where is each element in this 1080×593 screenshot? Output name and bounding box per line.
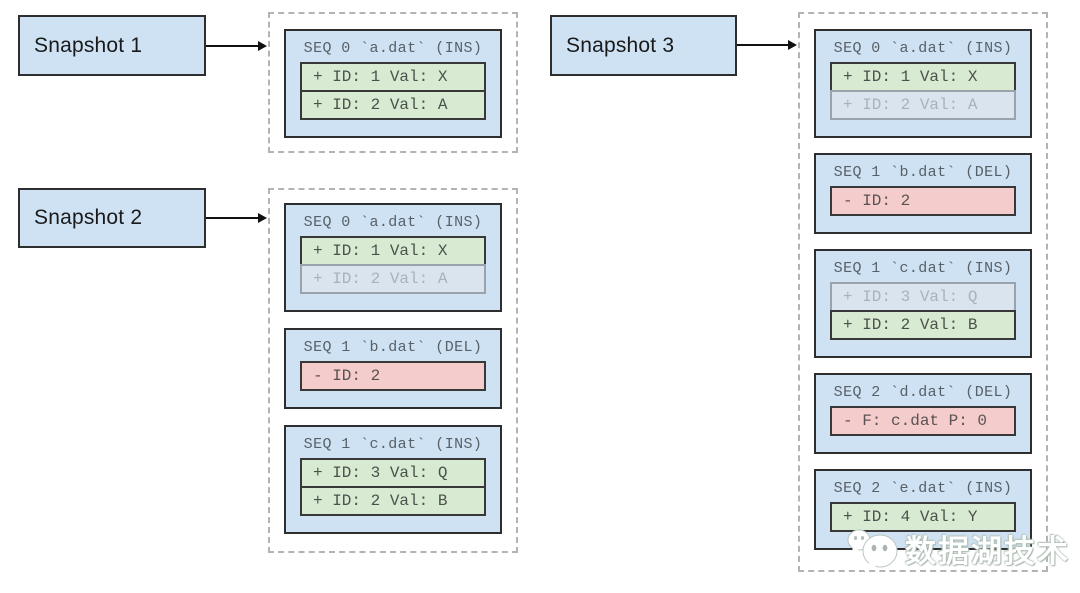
seq-file-box: SEQ 0 `a.dat` (INS) + ID: 1 Val: X + ID:… bbox=[284, 203, 502, 312]
snapshot-2-file-group: SEQ 0 `a.dat` (INS) + ID: 1 Val: X + ID:… bbox=[268, 188, 518, 553]
record-row-faded: + ID: 2 Val: A bbox=[300, 264, 486, 294]
seq-file-header: SEQ 0 `a.dat` (INS) bbox=[303, 40, 483, 57]
snapshot-1-file-group: SEQ 0 `a.dat` (INS) + ID: 1 Val: X + ID:… bbox=[268, 12, 518, 153]
seq-file-header: SEQ 1 `c.dat` (INS) bbox=[303, 436, 483, 453]
seq-file-header: SEQ 2 `e.dat` (INS) bbox=[833, 480, 1013, 497]
seq-file-box: SEQ 1 `c.dat` (INS) + ID: 3 Val: Q + ID:… bbox=[284, 425, 502, 534]
record-row-add: + ID: 4 Val: Y bbox=[830, 502, 1016, 532]
seq-file-header: SEQ 2 `d.dat` (DEL) bbox=[833, 384, 1013, 401]
snapshot-3-file-group: SEQ 0 `a.dat` (INS) + ID: 1 Val: X + ID:… bbox=[798, 12, 1048, 572]
seq-file-header: SEQ 0 `a.dat` (INS) bbox=[833, 40, 1013, 57]
seq-file-box: SEQ 1 `c.dat` (INS) + ID: 3 Val: Q + ID:… bbox=[814, 249, 1032, 358]
record-row-faded: + ID: 3 Val: Q bbox=[830, 282, 1016, 312]
seq-file-box: SEQ 2 `d.dat` (DEL) - F: c.dat P: 0 bbox=[814, 373, 1032, 454]
seq-file-box: SEQ 1 `b.dat` (DEL) - ID: 2 bbox=[814, 153, 1032, 234]
record-row-delete: - F: c.dat P: 0 bbox=[830, 406, 1016, 436]
seq-file-header: SEQ 1 `b.dat` (DEL) bbox=[303, 339, 483, 356]
seq-file-header: SEQ 1 `b.dat` (DEL) bbox=[833, 164, 1013, 181]
snapshot-1-label-text: Snapshot 1 bbox=[34, 33, 143, 57]
record-row-faded: + ID: 2 Val: A bbox=[830, 90, 1016, 120]
seq-file-header: SEQ 0 `a.dat` (INS) bbox=[303, 214, 483, 231]
record-row-add: + ID: 1 Val: X bbox=[300, 62, 486, 92]
seq-file-header: SEQ 1 `c.dat` (INS) bbox=[833, 260, 1013, 277]
record-row-add: + ID: 3 Val: Q bbox=[300, 458, 486, 488]
snapshot-1-label: Snapshot 1 bbox=[18, 15, 206, 76]
seq-file-box: SEQ 0 `a.dat` (INS) + ID: 1 Val: X + ID:… bbox=[814, 29, 1032, 138]
snapshot-2-label: Snapshot 2 bbox=[18, 188, 206, 248]
snapshot-3-label-text: Snapshot 3 bbox=[566, 33, 675, 57]
record-row-add: + ID: 1 Val: X bbox=[830, 62, 1016, 92]
snapshot-2-label-text: Snapshot 2 bbox=[34, 206, 143, 229]
snapshot-3-label: Snapshot 3 bbox=[550, 15, 737, 76]
record-row-add: + ID: 2 Val: B bbox=[300, 486, 486, 516]
record-row-delete: - ID: 2 bbox=[830, 186, 1016, 216]
record-row-add: + ID: 2 Val: B bbox=[830, 310, 1016, 340]
record-row-add: + ID: 2 Val: A bbox=[300, 90, 486, 120]
record-row-delete: - ID: 2 bbox=[300, 361, 486, 391]
seq-file-box: SEQ 1 `b.dat` (DEL) - ID: 2 bbox=[284, 328, 502, 409]
record-row-add: + ID: 1 Val: X bbox=[300, 236, 486, 266]
seq-file-box: SEQ 0 `a.dat` (INS) + ID: 1 Val: X + ID:… bbox=[284, 29, 502, 138]
seq-file-box: SEQ 2 `e.dat` (INS) + ID: 4 Val: Y bbox=[814, 469, 1032, 550]
